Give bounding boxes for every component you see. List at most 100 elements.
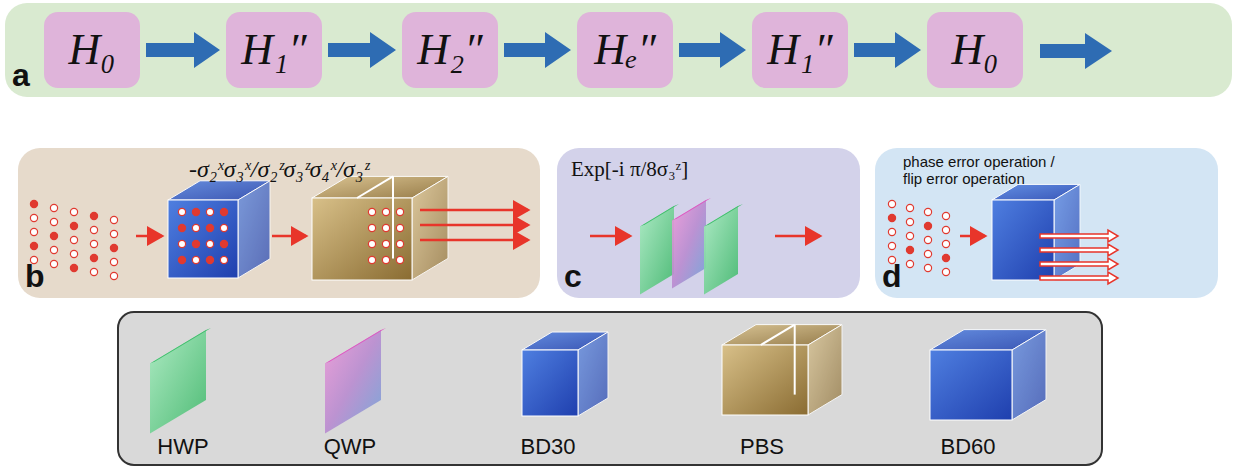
shape — [672, 200, 706, 288]
shape — [206, 224, 213, 231]
shape — [206, 240, 213, 247]
shape — [178, 256, 185, 263]
beam-displacer — [722, 325, 842, 415]
shape — [192, 240, 199, 247]
hamiltonian-box: H₂″ — [402, 12, 498, 88]
shape — [312, 198, 412, 280]
waveplate — [704, 204, 743, 294]
shape — [30, 200, 37, 207]
legend-panel — [118, 312, 1102, 465]
shape — [942, 268, 949, 275]
shape — [942, 226, 949, 233]
component-label: HWP — [157, 436, 208, 458]
shape — [150, 328, 211, 364]
operation-text: phase error operation / flip error opera… — [903, 154, 1075, 187]
shape — [396, 240, 403, 247]
shape — [1012, 330, 1046, 420]
shape — [50, 246, 57, 253]
panel: phase error operation / flip error opera… — [875, 148, 1218, 298]
shape — [578, 332, 608, 416]
shape — [888, 228, 895, 235]
beam — [136, 210, 985, 240]
beam-displacer — [168, 181, 270, 278]
shape — [325, 328, 386, 364]
hamiltonian-box: Hₑ″ — [577, 12, 673, 88]
panel-ground — [5, 3, 1232, 97]
shape — [30, 228, 37, 235]
shape — [90, 240, 97, 247]
shape — [382, 240, 389, 247]
hamiltonian-symbol: H₁″ — [767, 28, 832, 72]
panel: Exp[-i π/8σ₃ᶻ]c — [557, 148, 860, 298]
shape — [192, 208, 199, 215]
shape — [906, 246, 913, 253]
shape — [924, 250, 931, 257]
panel-letter: b — [25, 260, 45, 292]
shape — [220, 208, 227, 215]
shape — [110, 272, 117, 279]
shape — [206, 208, 213, 215]
shape — [70, 222, 77, 229]
shape — [325, 330, 381, 434]
beam-displacer — [522, 332, 608, 416]
shape — [50, 218, 57, 225]
shape — [70, 236, 77, 243]
panel-ground — [557, 148, 860, 298]
shape — [150, 330, 206, 434]
panel: -σ₂ˣσ₃ˣ/σ₂ᶻσ₃ᶻσ₄ˣ/σ₃ᶻb — [18, 148, 540, 298]
waveplate — [150, 328, 211, 434]
hamiltonian-symbol: H₁″ — [241, 28, 306, 72]
shape — [368, 256, 375, 263]
shape — [396, 224, 403, 231]
shape — [30, 214, 37, 221]
shape — [220, 240, 227, 247]
shape — [90, 268, 97, 275]
waveplate — [325, 328, 386, 434]
hamiltonian-box: H₀ — [927, 12, 1023, 88]
shape — [110, 244, 117, 251]
shape — [238, 181, 270, 278]
shape — [90, 226, 97, 233]
shape — [704, 204, 743, 226]
shape — [192, 224, 199, 231]
shape — [761, 325, 795, 345]
optics-illustration — [30, 176, 1080, 433]
shape — [924, 208, 931, 215]
flow-arrow — [679, 32, 746, 68]
shape — [396, 256, 403, 263]
shape — [50, 260, 57, 267]
flow-arrow — [854, 32, 921, 68]
shape — [70, 264, 77, 271]
shape — [368, 224, 375, 231]
shape — [672, 198, 711, 220]
hamiltonian-symbol: H₂″ — [417, 28, 482, 72]
shape — [178, 208, 185, 215]
flow-arrow — [504, 32, 571, 68]
shape — [924, 236, 931, 243]
shape — [992, 200, 1054, 280]
flow-arrow — [146, 32, 220, 68]
shape — [888, 200, 895, 207]
hamiltonian-box: H₀ — [44, 12, 140, 88]
shape — [906, 204, 913, 211]
shape — [942, 240, 949, 247]
shape — [924, 264, 931, 271]
hamiltonian-box: H₁″ — [752, 12, 848, 88]
shape — [90, 212, 97, 219]
shape — [368, 240, 375, 247]
shape — [110, 230, 117, 237]
panel-ground — [18, 148, 540, 298]
shape — [30, 242, 37, 249]
shape — [942, 254, 949, 261]
shape — [906, 218, 913, 225]
photon-array — [178, 208, 227, 263]
hamiltonian-box: H₁″ — [226, 12, 322, 88]
beam-displacer — [930, 330, 1046, 420]
component-label: PBS — [740, 436, 784, 458]
component-label: BD30 — [520, 436, 575, 458]
panel-letter: d — [882, 260, 902, 292]
shape — [794, 325, 796, 395]
shape — [110, 258, 117, 265]
component-label: QWP — [324, 436, 377, 458]
shape — [382, 224, 389, 231]
